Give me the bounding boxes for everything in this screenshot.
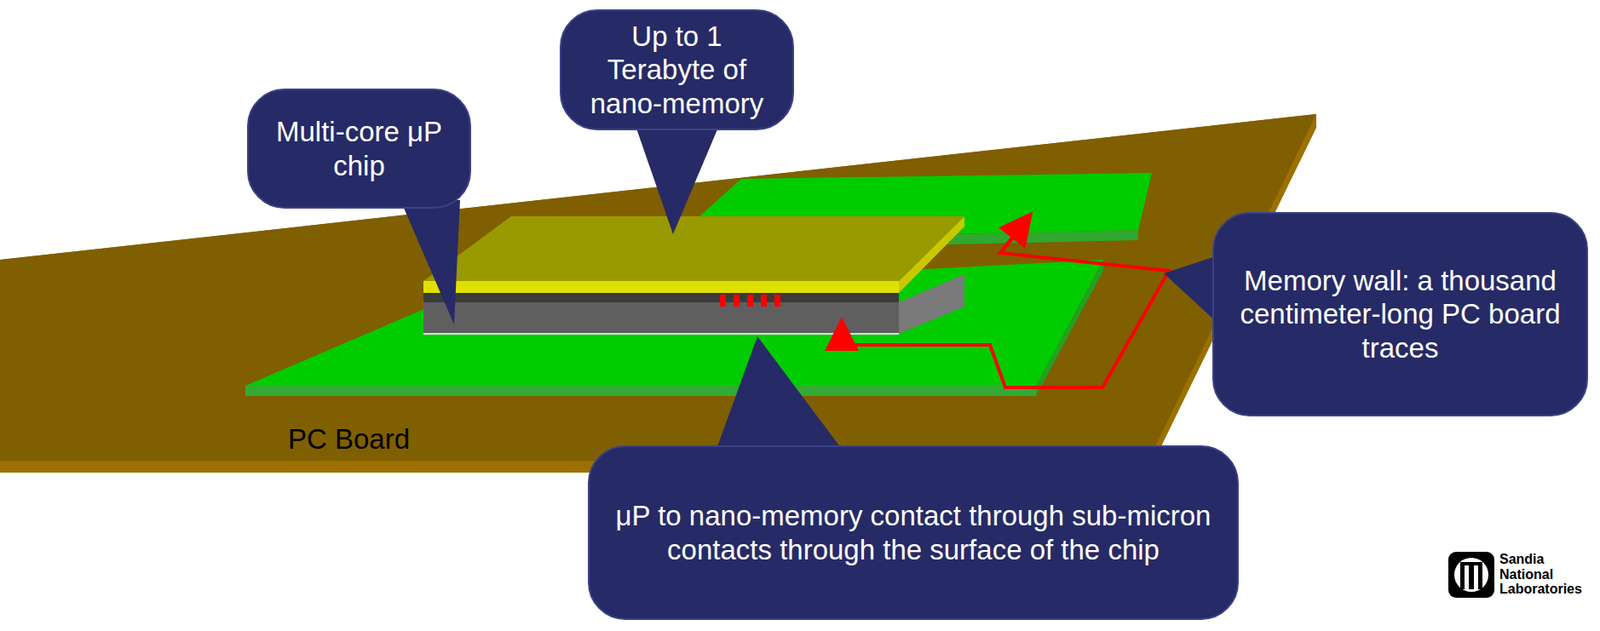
board-edge — [0, 114, 1317, 473]
callout-text: Multi-core μP chip — [267, 115, 451, 183]
memory-edge — [423, 281, 899, 294]
cpu-chip — [423, 302, 899, 334]
contacts — [719, 294, 781, 307]
callout-text: Memory wall: a thousand centimeter-long … — [1232, 264, 1568, 366]
nano-memory — [423, 216, 965, 282]
logo-icon — [1448, 552, 1495, 599]
logo-text: Sandia National Laboratories — [1499, 552, 1594, 598]
callout-bubble: Up to 1 Terabyte of nano-memory — [559, 9, 795, 132]
callout-bubble: μP to nano-memory contact through sub-mi… — [587, 445, 1239, 621]
board-trace — [841, 223, 1169, 388]
callout-text: μP to nano-memory contact through sub-mi… — [608, 499, 1219, 567]
board-label: PC Board — [287, 423, 410, 456]
pc-board — [0, 114, 1317, 461]
callout-text: Up to 1 Terabyte of nano-memory — [580, 19, 774, 121]
cpu-chip-side — [898, 274, 965, 334]
callout-pointer — [400, 123, 1219, 452]
callout-bubble: Multi-core μP chip — [247, 88, 472, 209]
callout-bubble: Memory wall: a thousand centimeter-long … — [1212, 212, 1589, 417]
board-edge — [245, 385, 1036, 397]
